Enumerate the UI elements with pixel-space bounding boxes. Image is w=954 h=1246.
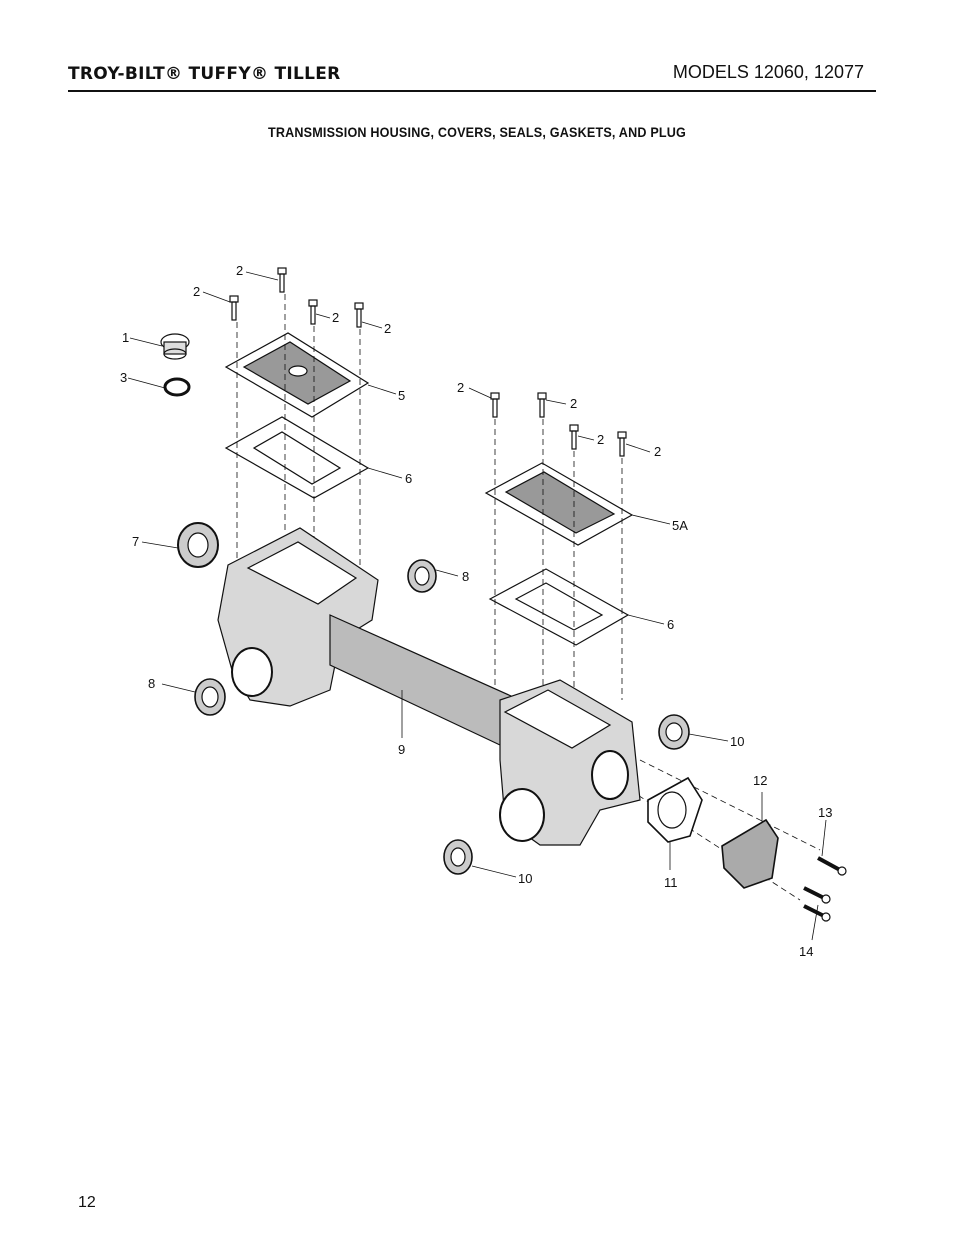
models-label: MODELS 12060, 12077 xyxy=(672,62,864,82)
callout-2: 2 xyxy=(457,380,464,395)
cover-plate-icon xyxy=(721,818,779,889)
bolt-icon xyxy=(803,904,831,922)
bolt-icon xyxy=(308,299,318,325)
gasket-icon xyxy=(647,776,703,843)
plug-icon xyxy=(160,333,190,360)
bolt-icon xyxy=(803,886,831,904)
cover-icon xyxy=(484,462,634,546)
callout-2: 2 xyxy=(654,444,661,459)
bolt-icon xyxy=(229,295,239,321)
section-title: TRANSMISSION HOUSING, COVERS, SEALS, GAS… xyxy=(267,124,687,140)
callout-12: 12 xyxy=(753,773,767,788)
gasket-icon xyxy=(224,416,370,499)
callout-3: 3 xyxy=(120,370,127,385)
callout-5: 5 xyxy=(398,388,405,403)
bearing-icon xyxy=(658,714,690,750)
bearing-icon xyxy=(443,839,473,875)
bolt-icon xyxy=(490,392,500,418)
seal-icon xyxy=(177,522,219,568)
callout-10: 10 xyxy=(730,734,744,749)
brand-title: TROY-BILT® TUFFY® TILLER xyxy=(68,64,341,84)
callout-2: 2 xyxy=(193,284,200,299)
callout-13: 13 xyxy=(818,805,832,820)
page-header: TROY-BILT® TUFFY® TILLER MODELS 12060, 1… xyxy=(68,60,876,92)
callout-6: 6 xyxy=(667,617,674,632)
callout-10: 10 xyxy=(518,871,532,886)
bearing-icon xyxy=(407,559,437,593)
bolt-icon xyxy=(569,424,579,450)
callout-2: 2 xyxy=(597,432,604,447)
callout-14: 14 xyxy=(799,944,813,959)
callout-2: 2 xyxy=(570,396,577,411)
gasket-icon xyxy=(488,568,630,646)
cover-icon xyxy=(224,332,370,418)
callout-5a: 5A xyxy=(672,518,688,533)
bolt-icon xyxy=(354,302,364,328)
callout-1: 1 xyxy=(122,330,129,345)
callout-8: 8 xyxy=(148,676,155,691)
bolt-icon xyxy=(817,856,847,876)
callout-2: 2 xyxy=(384,321,391,336)
transmission-housing-icon xyxy=(217,527,641,846)
bolt-icon xyxy=(617,431,627,457)
callout-7: 7 xyxy=(132,534,139,549)
washer-icon xyxy=(163,377,191,397)
callout-9: 9 xyxy=(398,742,405,757)
bolt-icon xyxy=(537,392,547,418)
callout-8: 8 xyxy=(462,569,469,584)
callout-6: 6 xyxy=(405,471,412,486)
callout-2: 2 xyxy=(332,310,339,325)
bearing-icon xyxy=(194,678,226,716)
page-number: 12 xyxy=(78,1194,96,1211)
bolt-icon xyxy=(277,267,287,293)
callout-11: 11 xyxy=(664,875,678,890)
callout-2: 2 xyxy=(236,263,243,278)
